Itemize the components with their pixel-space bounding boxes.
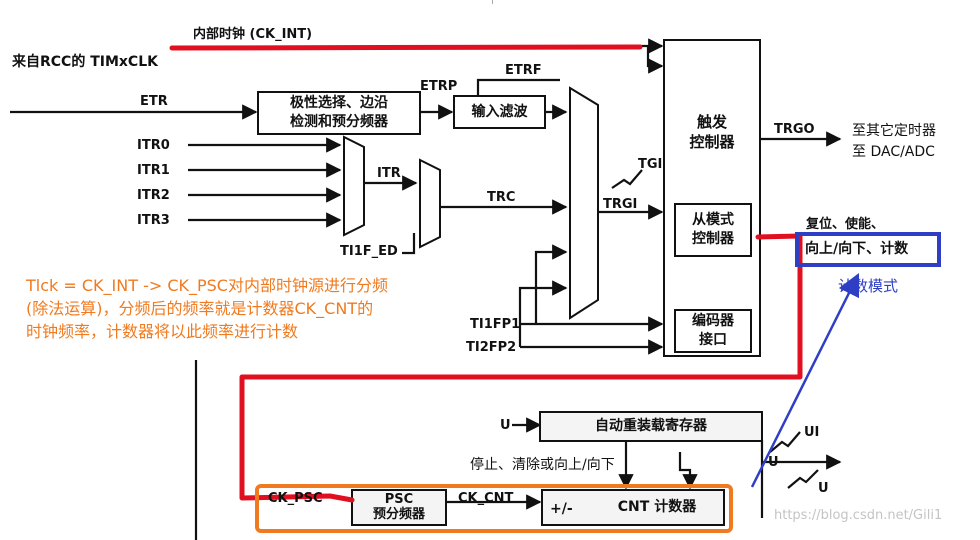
- etr-label: ETR: [140, 94, 168, 109]
- u-top-label: U: [500, 418, 511, 433]
- note-line: 时钟频率，计数器将以此频率进行计数: [26, 322, 299, 341]
- ti2fp2-loop: [518, 280, 568, 347]
- ti1fp1-label: TI1FP1: [470, 317, 521, 332]
- note-line: (除法运算)，分频后的频率就是计数器CK_CNT的: [26, 299, 374, 318]
- signal-lines: [10, 38, 842, 540]
- tgi-label: TGI: [638, 157, 663, 172]
- tgi-arrow: [611, 169, 643, 189]
- itr3-label: ITR3: [137, 213, 170, 228]
- internal-clock-label: 内部时钟 (CK_INT): [193, 27, 313, 42]
- ui-label: UI: [804, 425, 820, 440]
- count-modes-label: 向上/向下、计数: [805, 241, 909, 257]
- itr2-label: ITR2: [137, 188, 170, 203]
- polarity-box-text: 极性选择、边沿 检测和预分频器: [290, 95, 388, 130]
- plus-minus-label: +/-: [550, 501, 573, 517]
- blocks: [257, 39, 763, 526]
- itr-label: ITR: [377, 166, 401, 181]
- count-mode-annotation: 计数模式: [838, 277, 899, 295]
- psc-box: [351, 489, 447, 526]
- ck-cnt-label: CK_CNT: [458, 491, 514, 506]
- stop-clear-label: 停止、清除或向上/向下: [470, 457, 615, 473]
- stop-clear-line: [678, 452, 698, 490]
- ti1f-ed-label: TI1F_ED: [340, 244, 398, 259]
- input-filter-text: 输入滤波: [471, 103, 528, 120]
- trgi-mux: [569, 86, 599, 320]
- etrp-label: ETRP: [420, 79, 458, 94]
- note-line: Tlck = CK_INT -> CK_PSC对内部时钟源进行分频: [26, 276, 388, 295]
- cnt-box: [541, 489, 725, 526]
- ck-psc-label: CK_PSC: [268, 491, 323, 506]
- trgi-label: TRGI: [603, 197, 638, 212]
- trgo-label: TRGO: [774, 122, 815, 137]
- auto-reload-box: [539, 411, 763, 442]
- watermark: https://blog.csdn.net/Gili1: [774, 508, 943, 523]
- u-mid-label: U: [768, 455, 779, 470]
- ui-arrow: [769, 431, 801, 453]
- from-rcc-label: 来自RCC的 TIMxCLK: [12, 54, 158, 70]
- etrf-label: ETRF: [505, 63, 542, 78]
- etrf-line: [476, 78, 560, 96]
- trc-mux: [419, 158, 441, 249]
- ti2fp2-label: TI2FP2: [466, 340, 517, 355]
- ti1fp1-loop: [534, 244, 568, 324]
- psc-text: PSC 预分频器: [372, 491, 425, 522]
- orange-highlight-box: [255, 484, 733, 533]
- red-highlight-internal-clock: [169, 44, 643, 51]
- itr1-label: ITR1: [137, 163, 170, 178]
- encoder-box: [674, 309, 752, 353]
- polarity-box: [257, 91, 421, 135]
- to-dac-adc-label: 至 DAC/ADC: [852, 144, 935, 160]
- blue-pointer-arrow: [750, 272, 860, 488]
- blue-highlight-box: [795, 232, 941, 267]
- slave-controller-box: [674, 203, 752, 257]
- trigger-controller-box: [663, 39, 761, 357]
- encoder-text: 编码器 接口: [692, 313, 734, 348]
- auto-reload-text: 自动重装载寄存器: [595, 418, 707, 435]
- reset-enable-label: 复位、使能、: [806, 217, 885, 232]
- u-right-label: U: [818, 481, 829, 496]
- ti1f-ed-line: [402, 233, 416, 255]
- trigger-controller-text: 触发 控制器: [689, 112, 735, 151]
- itr0-label: ITR0: [137, 138, 170, 153]
- input-filter-box: [453, 95, 546, 129]
- clock-explanation-note: Tlck = CK_INT -> CK_PSC对内部时钟源进行分频 (除法运算)…: [26, 274, 496, 343]
- trc-label: TRC: [487, 190, 516, 205]
- to-other-timer-label: 至其它定时器: [852, 123, 936, 139]
- cnt-text: CNT 计数器: [617, 499, 697, 516]
- u-right-arrow: [787, 469, 819, 489]
- top-separator-line: [492, 0, 493, 4]
- ck-int-drop: [646, 46, 664, 74]
- slave-controller-text: 从模式 控制器: [692, 212, 734, 247]
- itr-mux: [343, 135, 365, 237]
